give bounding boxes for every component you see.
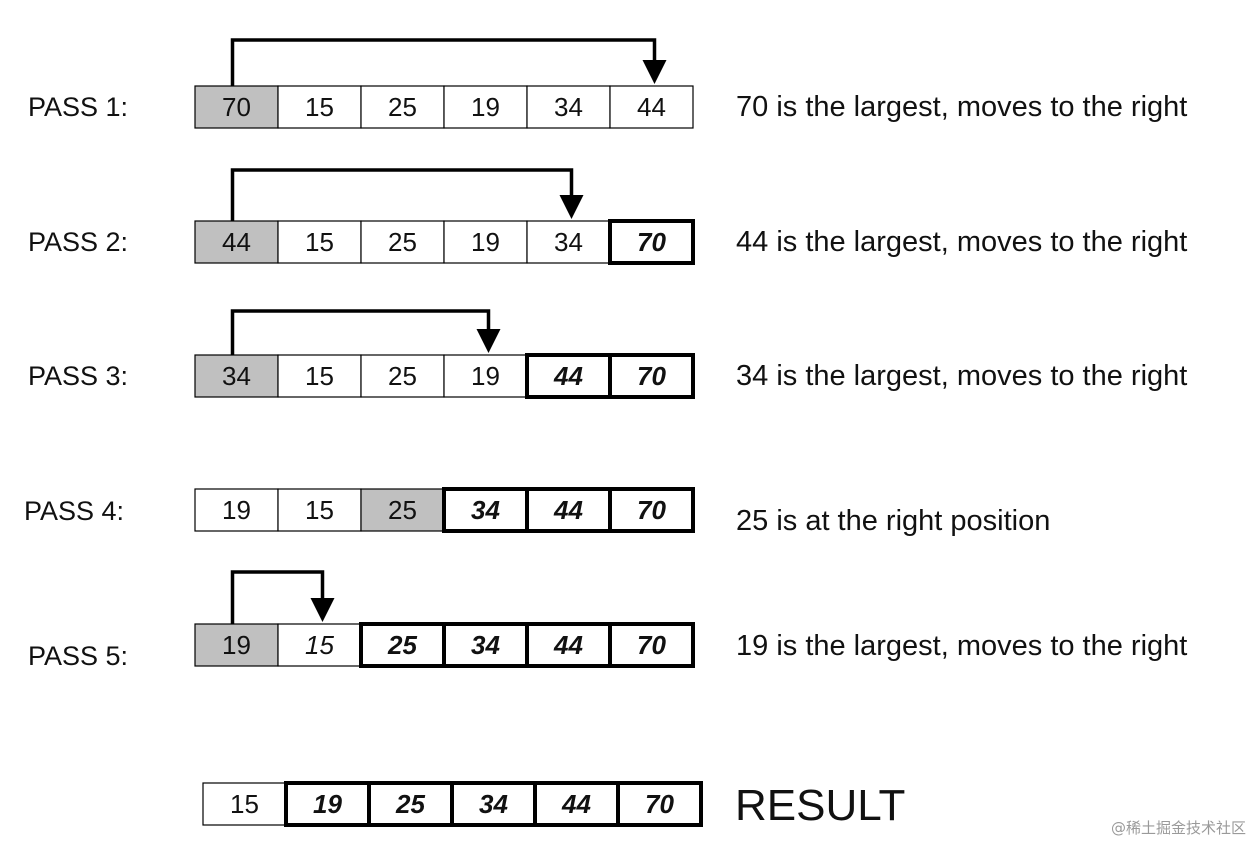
pass-3-cell-2-box xyxy=(277,354,362,398)
pass-1-row: PASS 1: 70 15 25 19 34 44 70 is the largest, mo… xyxy=(28,38,1187,129)
pass-3-arrow-head xyxy=(476,329,501,353)
pass-1-cell-5-value: 34 xyxy=(554,92,583,122)
pass-2-arrow-line xyxy=(230,168,574,221)
pass-3-cell-1-box xyxy=(194,354,279,398)
result-cell-3-value: 25 xyxy=(395,789,425,819)
pass-2-description: 44 is the largest, moves to the right xyxy=(736,226,1187,258)
pass-3-row: PASS 3: 34 15 25 19 44 70 34 is the largest, mo… xyxy=(28,309,1187,399)
pass-1-arrow-line xyxy=(230,38,657,86)
pass-4-cell-6-value: 70 xyxy=(637,495,666,525)
pass-3-label: PASS 3: xyxy=(28,361,128,391)
pass-4-row: PASS 4: 19 15 25 34 44 70 25 is at the right po… xyxy=(24,487,1050,537)
pass-1-label: PASS 1: xyxy=(28,92,128,122)
pass-4-cell-3-box xyxy=(360,488,445,532)
pass-5-cell-2-value: 15 xyxy=(305,630,334,660)
pass-4-cell-5-value: 44 xyxy=(553,495,583,525)
pass-5-cell-4-box xyxy=(442,622,529,668)
pass-5-description: 19 is the largest, moves to the right xyxy=(736,630,1187,662)
pass-5-cell-3-value: 25 xyxy=(387,630,417,660)
pass-2-cell-1-value: 44 xyxy=(222,227,251,257)
pass-5-cell-6-value: 70 xyxy=(637,630,666,660)
pass-5-label: PASS 5: xyxy=(28,641,128,671)
pass-1-cell-5-box xyxy=(526,85,611,129)
result-cell-6-box xyxy=(616,781,703,827)
watermark: @稀土掘金技术社区 xyxy=(1110,819,1246,837)
pass-1-cell-4-value: 19 xyxy=(471,92,500,122)
pass-4-label: PASS 4: xyxy=(24,496,124,526)
pass-2-cell-3-value: 25 xyxy=(388,227,417,257)
result-cell-5-value: 44 xyxy=(561,789,591,819)
result-cell-5-box xyxy=(533,781,620,827)
pass-2-cell-6-value: 70 xyxy=(637,227,666,257)
pass-4-description: 25 is at the right position xyxy=(736,505,1050,537)
pass-2-cell-3-box xyxy=(360,220,445,264)
pass-5-cell-4-value: 34 xyxy=(471,630,500,660)
pass-3-cell-4-value: 19 xyxy=(471,361,500,391)
pass-3-cell-2-value: 15 xyxy=(305,361,334,391)
result-row: 15 19 25 34 44 70 RESULT xyxy=(202,781,905,830)
pass-2-label: PASS 2: xyxy=(28,227,128,257)
pass-1-cell-6-value: 44 xyxy=(637,92,666,122)
pass-3-cell-6-value: 70 xyxy=(637,361,666,391)
pass-3-cell-3-value: 25 xyxy=(388,361,417,391)
result-cell-4-value: 34 xyxy=(479,789,508,819)
pass-5-row: PASS 5: 19 15 25 34 44 70 19 is the largest, mo… xyxy=(28,570,1187,671)
pass-2-arrow-head xyxy=(559,195,584,219)
result-cell-2-value: 19 xyxy=(313,789,342,819)
pass-1-cell-3-value: 25 xyxy=(388,92,417,122)
pass-5-arrow-head xyxy=(310,598,335,622)
pass-2-cell-1-box xyxy=(194,220,279,264)
pass-2-row: PASS 2: 44 15 25 19 34 70 44 is the largest, mo… xyxy=(28,168,1187,265)
pass-3-cell-1-value: 34 xyxy=(222,361,251,391)
result-label: RESULT xyxy=(735,781,905,830)
pass-4-cell-6-box xyxy=(608,487,695,533)
pass-1-cell-1-box xyxy=(194,85,279,129)
pass-2-cell-2-box xyxy=(277,220,362,264)
pass-3-arrow-line xyxy=(230,309,491,355)
pass-5-cell-3-box xyxy=(359,622,446,668)
pass-3-cell-5-box xyxy=(525,353,612,399)
pass-3-cell-4-box xyxy=(443,354,528,398)
pass-5-cell-1-box xyxy=(194,623,279,667)
pass-3-cell-6-box xyxy=(608,353,695,399)
pass-4-cell-2-value: 15 xyxy=(305,495,334,525)
pass-1-cell-2-box xyxy=(277,85,362,129)
pass-1-cell-1-value: 70 xyxy=(222,92,251,122)
pass-2-cell-2-value: 15 xyxy=(305,227,334,257)
result-cell-1-box xyxy=(202,782,287,826)
pass-2-cell-6-box xyxy=(608,219,695,265)
pass-4-cell-5-box xyxy=(525,487,612,533)
pass-4-cell-3-value: 25 xyxy=(388,495,417,525)
result-cell-1-value: 15 xyxy=(230,789,259,819)
pass-1-description: 70 is the largest, moves to the right xyxy=(736,91,1187,123)
pass-1-cell-3-box xyxy=(360,85,445,129)
pass-3-description: 34 is the largest, moves to the right xyxy=(736,360,1187,392)
result-cell-6-value: 70 xyxy=(645,789,674,819)
pass-4-cell-2-box xyxy=(277,488,362,532)
pass-1-cell-6-box xyxy=(609,85,694,129)
pass-5-cell-1-value: 19 xyxy=(222,630,251,660)
pass-1-arrow-head xyxy=(642,60,667,84)
result-cell-4-box xyxy=(450,781,537,827)
pass-5-cell-5-value: 44 xyxy=(553,630,583,660)
pass-2-cell-4-value: 19 xyxy=(471,227,500,257)
pass-5-arrow-line xyxy=(230,570,325,624)
pass-4-cell-4-value: 34 xyxy=(471,495,500,525)
pass-5-cell-6-box xyxy=(608,622,695,668)
pass-2-cell-5-value: 34 xyxy=(554,227,583,257)
pass-4-cell-1-value: 19 xyxy=(222,495,251,525)
pass-1-cell-2-value: 15 xyxy=(305,92,334,122)
pass-3-cell-5-value: 44 xyxy=(553,361,583,391)
pass-2-cell-4-box xyxy=(443,220,528,264)
pass-4-cell-1-box xyxy=(194,488,279,532)
